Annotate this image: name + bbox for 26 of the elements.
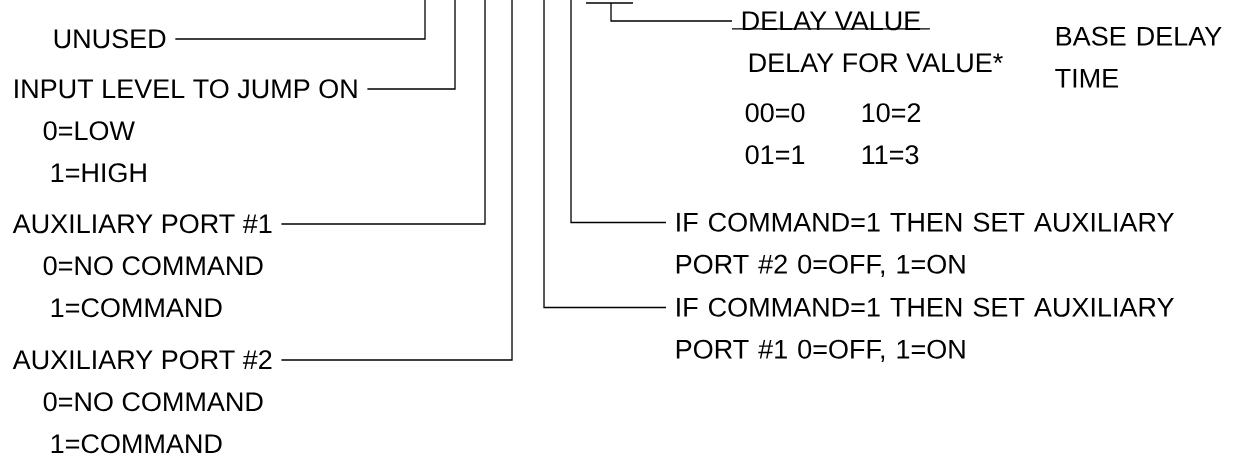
leader-line (610, 2, 733, 22)
value-text: 0=NO COMMAND (43, 392, 263, 412)
leader-line (174, 0, 426, 40)
value-text: BASE DELAY TIME (1055, 26, 1222, 88)
field-label: IF COMMAND=1 THEN SET AUXILIARY PORT #2 0=OFF, 1=ON (676, 212, 1174, 277)
field-label: INPUT LEVEL TO JUMP ON (15, 79, 357, 99)
leader-line (543, 0, 667, 309)
field-label: IF COMMAND=1 THEN SET AUXILIARY PORT #1 0=OFF, 1=ON (676, 297, 1174, 362)
value-text: 10=2 (862, 103, 921, 123)
field-label: UNUSED (54, 29, 166, 49)
value-text: 1=COMMAND (51, 298, 222, 318)
leader-line (366, 0, 456, 90)
value-text: 0=NO COMMAND (43, 256, 263, 276)
value-text: 00=0 (745, 103, 805, 123)
value-text: 11=3 (862, 145, 919, 165)
leader-line (280, 0, 513, 361)
leader-line (280, 0, 486, 225)
value-text: 01=1 (745, 145, 805, 165)
leader-line (570, 0, 667, 224)
value-text: DELAY FOR VALUE* (749, 53, 1003, 73)
underlined-heading: DELAY VALUE (731, 11, 931, 31)
value-text: 0=LOW (43, 121, 135, 141)
field-label: AUXILIARY PORT #2 (12, 350, 272, 370)
value-text: 1=COMMAND (51, 434, 222, 454)
value-text: 1=HIGH (51, 163, 146, 183)
field-label: AUXILIARY PORT #1 (12, 214, 272, 234)
